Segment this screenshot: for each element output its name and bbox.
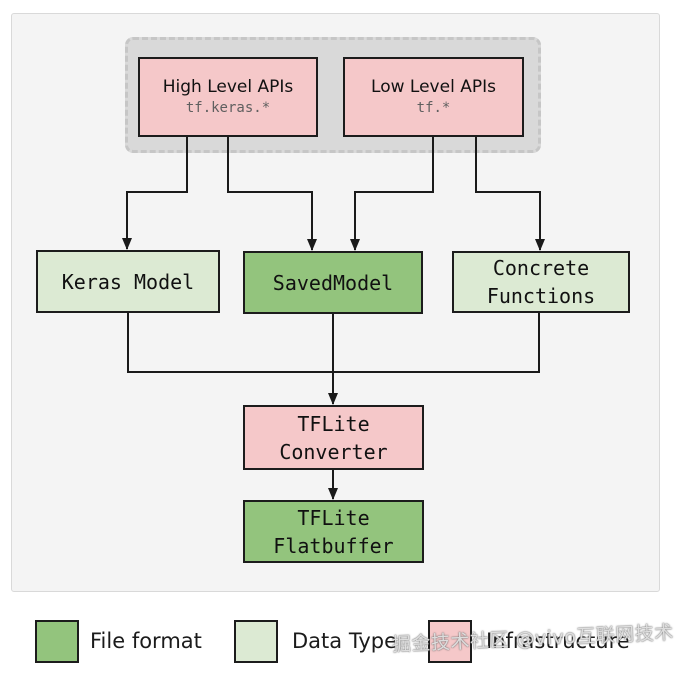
node-label: Keras Model	[61, 269, 195, 294]
node-keras-model: Keras Model	[36, 250, 220, 313]
node-label: TFLite Flatbuffer	[273, 505, 394, 558]
legend-swatch-file-format	[35, 620, 79, 663]
legend-swatch-data-type	[234, 620, 278, 663]
node-code: tf.*	[416, 99, 451, 116]
node-saved-model: SavedModel	[243, 251, 423, 314]
node-title: High Level APIs	[162, 76, 294, 97]
node-tflite-converter: TFLite Converter	[243, 405, 424, 470]
legend-swatch-infrastructure	[428, 620, 472, 663]
legend: File format Data Type Infrastructure	[0, 620, 677, 663]
node-low-level-apis: Low Level APIs tf.*	[343, 57, 524, 137]
node-concrete-functions: Concrete Functions	[452, 251, 630, 313]
node-label: SavedModel	[272, 270, 394, 295]
legend-label-infrastructure: Infrastructure	[486, 629, 630, 653]
legend-label-file-format: File format	[90, 629, 202, 653]
node-title: Low Level APIs	[371, 76, 496, 97]
node-label: TFLite Converter	[279, 411, 388, 464]
node-high-level-apis: High Level APIs tf.keras.*	[138, 57, 318, 137]
node-label: Concrete Functions	[486, 256, 596, 308]
node-code: tf.keras.*	[185, 99, 271, 116]
legend-label-data-type: Data Type	[292, 629, 398, 653]
node-tflite-flatbuffer: TFLite Flatbuffer	[243, 500, 424, 563]
